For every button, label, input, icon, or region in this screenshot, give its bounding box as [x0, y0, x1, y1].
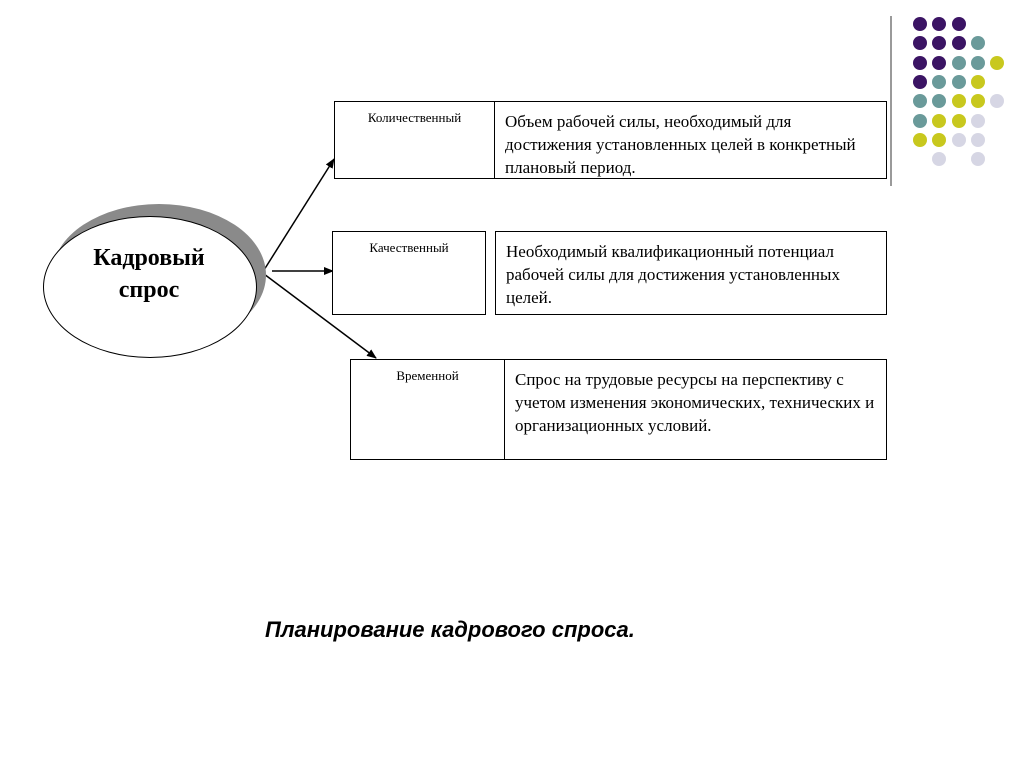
- decorative-dot: [970, 36, 985, 51]
- center-title: Кадровый спрос: [93, 245, 205, 303]
- decorative-dot: [932, 152, 947, 167]
- decorative-dot: [913, 74, 927, 89]
- quantitative-description-box: Объем рабочей силы, необходимый для дост…: [494, 101, 887, 179]
- decorative-dot: [913, 55, 927, 70]
- center-ellipse: [43, 216, 257, 358]
- quantitative-label-box: Количественный: [334, 101, 495, 179]
- decorative-dot: [970, 74, 985, 89]
- decorative-dot: [913, 36, 927, 51]
- decorative-dot: [970, 152, 985, 167]
- qualitative-label-box: Качественный: [332, 231, 486, 315]
- decorative-dot: [913, 113, 927, 128]
- decorative-dot: [951, 55, 966, 70]
- decorative-dot: [970, 94, 985, 109]
- qualitative-description-box: Необходимый квалификационный потенциал р…: [495, 231, 887, 315]
- decorative-dot: [913, 132, 927, 147]
- decorative-dot: [951, 36, 966, 51]
- decorative-dot: [932, 55, 947, 70]
- temporal-description-box: Спрос на трудовые ресурсы на перспективу…: [504, 359, 887, 460]
- decorative-dot: [951, 113, 966, 128]
- decorative-dot: [932, 132, 947, 147]
- slide-caption: Планирование кадрового спроса.: [265, 617, 635, 642]
- arrow-to-temporal: [263, 273, 377, 359]
- decorative-dot: [970, 55, 985, 70]
- decorative-dot: [951, 132, 966, 147]
- decorative-dot: [990, 94, 1005, 109]
- decorative-dot: [932, 94, 947, 109]
- decorative-dot: [913, 17, 927, 31]
- decorative-dot: [990, 55, 1005, 70]
- temporal-label-box: Временной: [350, 359, 505, 460]
- decorative-dot: [932, 36, 947, 51]
- decorative-dot: [951, 94, 966, 109]
- decorative-dot: [932, 74, 947, 89]
- decorative-dot: [951, 17, 966, 31]
- decorative-dot: [970, 132, 985, 147]
- arrow-to-quantitative: [263, 158, 335, 271]
- decorative-dot: [913, 94, 927, 109]
- decorative-dot: [932, 17, 947, 31]
- decorative-dot: [951, 74, 966, 89]
- decorative-dot: [970, 113, 985, 128]
- decorative-divider: [890, 16, 892, 186]
- decorative-dot: [932, 113, 947, 128]
